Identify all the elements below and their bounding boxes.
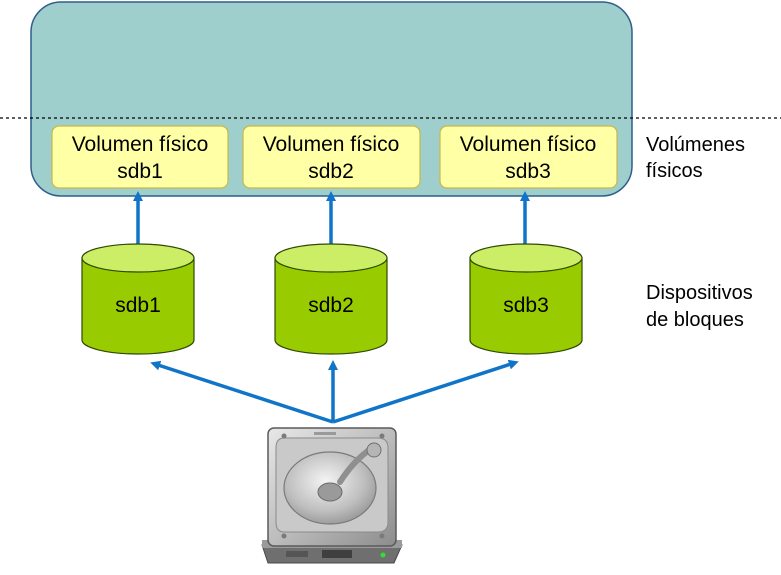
physical-volumes-label-line2: físicos [646, 160, 703, 182]
block-device-3: sdb3 [469, 243, 583, 355]
physical-volume-3: Volumen físico sdb3 [439, 125, 618, 189]
block-device-2: sdb2 [274, 243, 388, 355]
block-devices-label-line1: Dispositivos [646, 282, 753, 304]
block-device-1: sdb1 [81, 243, 195, 355]
hard-drive-icon [261, 427, 403, 564]
arrow-drive-to-disk1 [150, 360, 334, 424]
physical-volume-1-title: Volumen físico [72, 133, 209, 156]
block-devices-label-line2: de bloques [646, 309, 744, 331]
block-device-1-label: sdb1 [115, 294, 161, 317]
block-device-2-label: sdb2 [308, 294, 354, 317]
physical-volume-3-title: Volumen físico [460, 133, 597, 156]
physical-volume-2-device: sdb2 [308, 160, 354, 183]
physical-volume-2: Volumen físico sdb2 [242, 125, 421, 189]
arrow-drive-to-disk3 [332, 359, 519, 424]
physical-volume-1: Volumen físico sdb1 [51, 125, 229, 189]
physical-volumes-label-line1: Volúmenes [646, 134, 745, 156]
block-device-3-label: sdb3 [503, 294, 549, 317]
physical-volume-3-device: sdb3 [505, 160, 551, 183]
physical-volume-1-device: sdb1 [117, 160, 163, 183]
physical-volume-2-title: Volumen físico [263, 133, 400, 156]
